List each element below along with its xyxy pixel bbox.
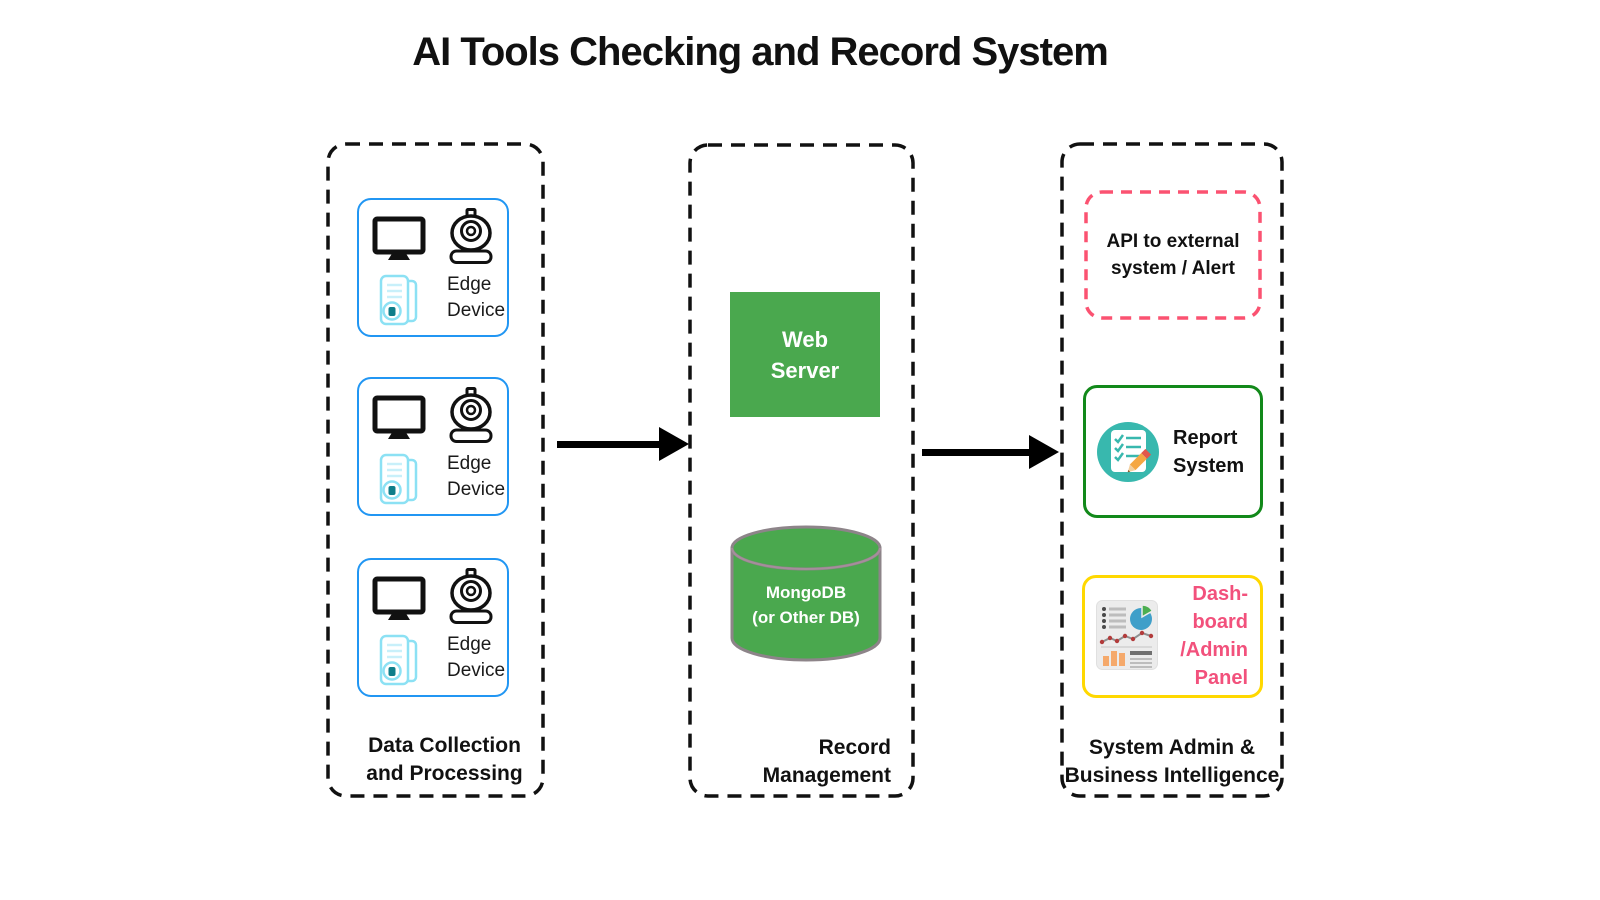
api-box-label: API to external system / Alert bbox=[1106, 231, 1240, 279]
arrow-left-to-middle bbox=[557, 441, 661, 448]
edge-server-document-icon bbox=[379, 634, 418, 686]
dashboard-box-label: Dash- board /Admin Panel bbox=[1180, 583, 1248, 689]
arrow-middle-to-right bbox=[922, 449, 1032, 456]
edge-device-box: Edge Device bbox=[357, 377, 509, 516]
edge-device-box: Edge Device bbox=[357, 558, 509, 697]
database-cylinder-icon bbox=[730, 525, 882, 662]
webcam-icon bbox=[449, 208, 493, 264]
edge-server-document-icon bbox=[379, 453, 418, 505]
column-label-data-collection: Data Collection and Processing bbox=[366, 734, 523, 785]
pink-dashed-frame bbox=[1084, 190, 1262, 320]
web-server-box: Web Server bbox=[730, 292, 880, 417]
edge-device-label: Edge Device bbox=[447, 634, 506, 681]
edge-server-document-icon bbox=[379, 274, 418, 326]
dashed-frame bbox=[326, 142, 545, 798]
record-management-column: Record Management bbox=[688, 143, 915, 798]
system-admin-bi-column: System Admin & Business Intelligence bbox=[1060, 142, 1284, 798]
edge-device-label: Edge Device bbox=[447, 453, 506, 500]
database-cylinder: MongoDB (or Other DB) bbox=[727, 524, 885, 664]
page-title: AI Tools Checking and Record System bbox=[412, 30, 1109, 74]
arrowhead-icon bbox=[659, 427, 689, 461]
dashed-frame bbox=[1060, 142, 1284, 798]
arrowhead-icon bbox=[1029, 435, 1059, 469]
column-label-record-management: Record Management bbox=[762, 736, 891, 787]
monitor-icon bbox=[372, 576, 426, 620]
column-label-system-admin: System Admin & Business Intelligence bbox=[1064, 736, 1280, 787]
database-label: MongoDB (or Other DB) bbox=[752, 583, 860, 627]
report-system-box: Report System bbox=[1083, 385, 1263, 518]
monitor-icon bbox=[372, 395, 426, 439]
monitor-icon bbox=[372, 216, 426, 260]
edge-device-label: Edge Device bbox=[447, 274, 506, 321]
webcam-icon bbox=[449, 568, 493, 624]
api-external-alert-box: API to external system / Alert bbox=[1084, 190, 1262, 320]
report-box-label: Report System bbox=[1173, 426, 1245, 477]
analytics-dashboard-icon bbox=[1096, 600, 1158, 670]
data-collection-column: Edge Device bbox=[326, 142, 545, 798]
edge-device-box: Edge Device bbox=[357, 198, 509, 337]
checklist-pencil-icon bbox=[1097, 421, 1159, 482]
webcam-icon bbox=[449, 387, 493, 443]
dashed-frame bbox=[688, 143, 915, 798]
dashboard-admin-panel-box: Dash- board /Admin Panel bbox=[1082, 575, 1263, 698]
